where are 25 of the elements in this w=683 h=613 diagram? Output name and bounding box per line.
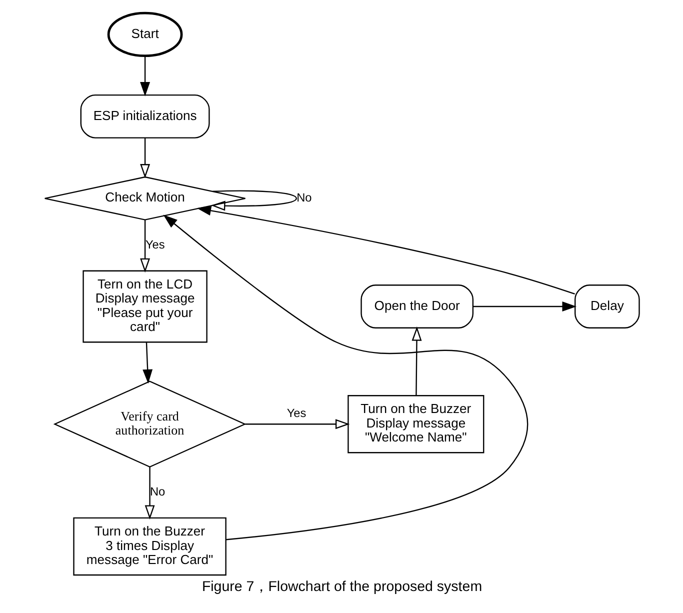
node-box: Delay	[574, 284, 640, 328]
node-box: Open the Door	[360, 284, 474, 328]
node-box: Turn on the Buzzer 3 times Display message "Error Card"	[72, 517, 226, 576]
arrow	[244, 419, 350, 430]
edge-label: Yes	[144, 237, 164, 252]
node-box: Tern on the LCD Display message "Please put your card"	[82, 270, 207, 343]
node-diamond: Verify card authorization	[52, 380, 246, 468]
arrow	[210, 190, 297, 211]
node-ellipse: Start	[106, 12, 182, 58]
caption: Figure 7，Flowchart of the proposed system	[201, 579, 482, 596]
arrow	[142, 342, 152, 384]
edge-label: No	[296, 190, 312, 204]
arrow	[140, 138, 150, 178]
arrow	[140, 56, 150, 96]
arrow	[411, 326, 422, 396]
node-diamond: Check Motion	[44, 176, 246, 220]
arrow	[162, 214, 528, 540]
node-box: ESP initializations	[80, 94, 210, 138]
arrow	[140, 220, 150, 273]
node-box: Turn on the Buzzer Display message "Welcome Name"	[347, 395, 484, 454]
arrow	[472, 302, 576, 312]
edge-label: No	[149, 484, 165, 498]
edge-label: Yes	[286, 406, 306, 420]
arrow	[196, 206, 574, 295]
arrow	[144, 466, 154, 520]
